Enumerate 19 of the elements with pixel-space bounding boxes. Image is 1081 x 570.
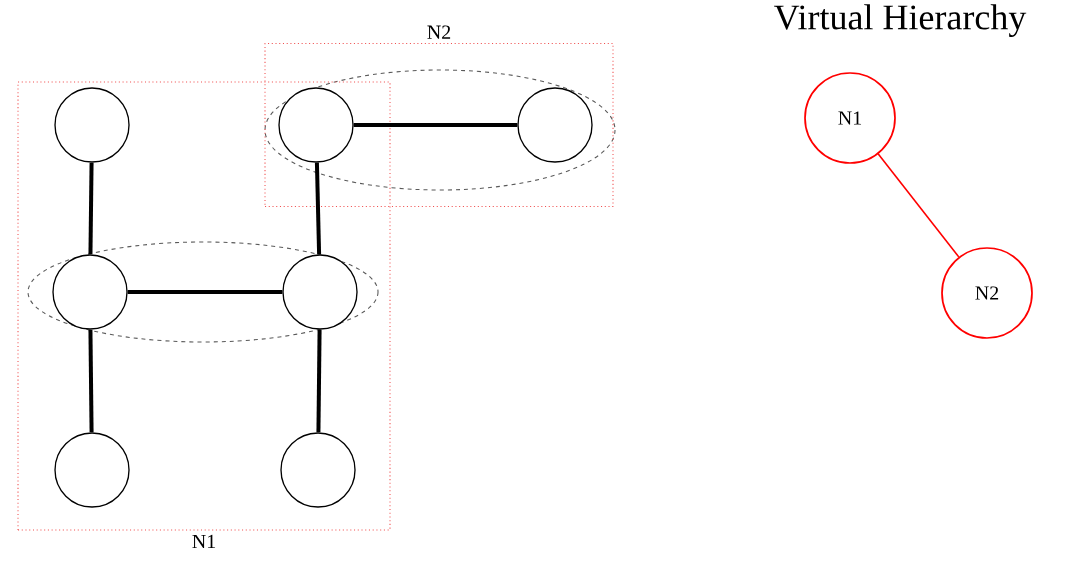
circle-node [282,254,358,330]
connector-line [127,290,283,294]
connector-line [877,153,960,258]
circle-node [278,87,354,163]
circle-node [517,87,593,163]
circle-node [52,254,128,330]
circle-node [54,432,130,508]
circle-node: N2 [941,247,1033,339]
circle-node [54,87,130,163]
circle-node: N1 [804,72,896,164]
connector-line [88,329,94,433]
connector-line [88,162,94,255]
circle-node [280,432,356,508]
title: Virtual Hierarchy [774,4,1027,37]
node-label: N1 [192,534,216,548]
connector-line [316,329,322,433]
node-label: N2 [427,25,451,39]
connector-line [353,123,518,127]
connector-line [314,162,322,255]
